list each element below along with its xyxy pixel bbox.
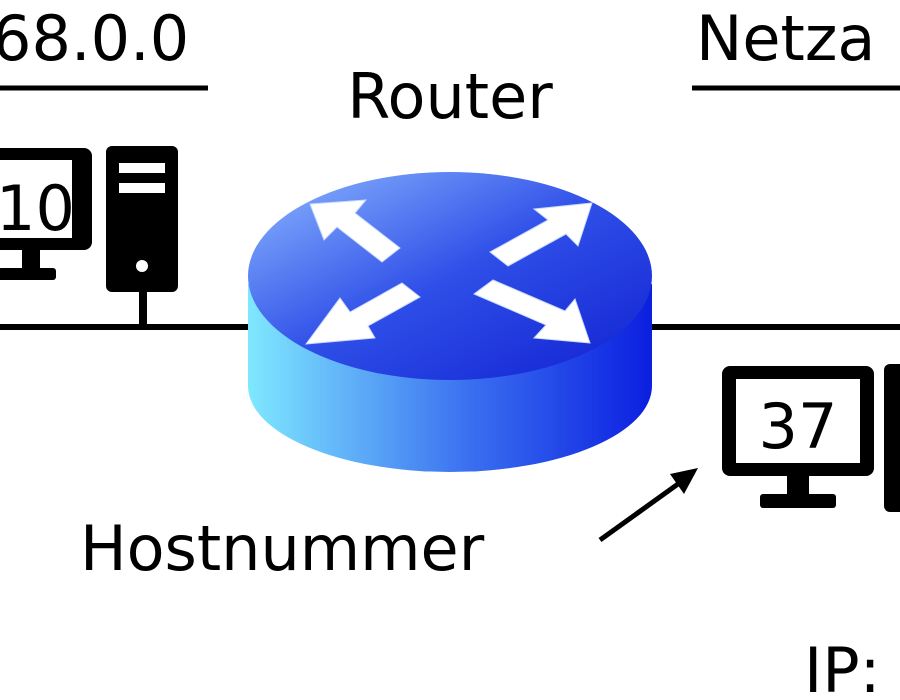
- right-network-label: Netza: [696, 2, 875, 75]
- right-host-tower-icon: [884, 364, 900, 512]
- right-host-monitor-icon: [722, 366, 874, 508]
- right-host-number: 37: [759, 390, 838, 463]
- router-label: Router: [347, 60, 553, 133]
- hostnummer-label: Hostnummer: [80, 512, 485, 585]
- router-icon: [248, 172, 652, 472]
- left-host-tower-icon: [106, 146, 178, 292]
- left-host-monitor-icon: [0, 148, 92, 280]
- ip-label: IP:: [804, 634, 881, 700]
- left-host-number: 10: [0, 172, 75, 245]
- hostnummer-arrow-icon: [598, 468, 698, 543]
- left-network-label: 68.0.0: [0, 2, 189, 75]
